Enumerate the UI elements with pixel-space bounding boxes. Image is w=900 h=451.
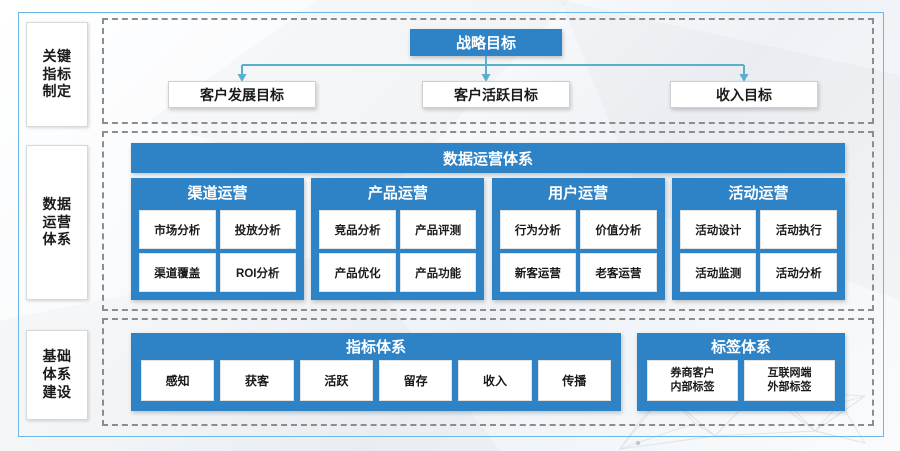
indicator-item[interactable]: 传播 — [537, 360, 611, 401]
tag-item[interactable]: 券商客户 内部标签 — [647, 360, 738, 401]
indicator-item[interactable]: 留存 — [378, 360, 453, 401]
ops-column-title: 活动运营 — [728, 185, 789, 202]
sidebar-item-foundation-system-construction[interactable]: 基础 体系 建设 — [26, 330, 88, 420]
sidebar-item-data-operation-system[interactable]: 数据 运营 体系 — [26, 145, 88, 300]
indicator-system-panel[interactable]: 指标体系 感知 获客 活跃 留存 收入 传播 — [131, 333, 621, 411]
ops-cell[interactable]: 价值分析 — [580, 210, 657, 249]
ops-column-campaign[interactable]: 活动运营 活动设计 活动执行 活动监测 活动分析 — [671, 178, 845, 300]
ops-column-product[interactable]: 产品运营 竞品分析 产品评测 产品优化 产品功能 — [311, 178, 485, 300]
ops-column-grid: 市场分析 投放分析 渠道覆盖 ROI分析 — [139, 210, 296, 292]
data-operation-banner-label: 数据运营体系 — [442, 150, 533, 168]
goal-child-box[interactable]: 客户活跃目标 — [422, 81, 570, 108]
ops-cell[interactable]: 渠道覆盖 — [139, 253, 216, 292]
ops-cell[interactable]: 竞品分析 — [319, 210, 396, 249]
ops-cell[interactable]: 产品评测 — [399, 210, 477, 249]
ops-cell[interactable]: ROI分析 — [219, 253, 296, 292]
strategic-goal-label: 战略目标 — [455, 35, 516, 52]
ops-cell[interactable]: 活动执行 — [760, 210, 837, 249]
ops-cell[interactable]: 行为分析 — [499, 210, 577, 249]
ops-cell[interactable]: 老客运营 — [580, 253, 657, 292]
section-key-indicator-zone — [102, 18, 874, 124]
ops-column-user[interactable]: 用户运营 行为分析 价值分析 新客运营 老客运营 — [491, 178, 665, 300]
sidebar-label-text: 基础 体系 建设 — [42, 348, 72, 400]
goal-child-label: 客户活跃目标 — [454, 86, 538, 103]
ops-column-grid: 竞品分析 产品评测 产品优化 产品功能 — [319, 210, 477, 292]
sidebar-label-text: 关键 指标 制定 — [42, 47, 72, 100]
goal-child-box[interactable]: 收入目标 — [670, 81, 818, 108]
outer-frame — [18, 12, 884, 437]
sidebar-item-key-indicator-definition[interactable]: 关键 指标 制定 — [26, 22, 88, 127]
ops-cell[interactable]: 活动监测 — [679, 253, 757, 292]
data-operation-columns: 渠道运营 市场分析 投放分析 渠道覆盖 ROI分析 产品运营 竞品分析 产品评测… — [131, 178, 845, 300]
indicator-system-title: 指标体系 — [345, 339, 406, 356]
goal-child-box[interactable]: 客户发展目标 — [168, 81, 316, 108]
section-data-operation-zone — [102, 131, 874, 311]
ops-cell[interactable]: 活动设计 — [679, 210, 757, 249]
indicator-item[interactable]: 收入 — [458, 360, 532, 401]
ops-column-title: 产品运营 — [367, 185, 428, 202]
indicator-item[interactable]: 获客 — [220, 360, 294, 401]
ops-column-title: 用户运营 — [548, 185, 609, 202]
goal-child-label: 收入目标 — [716, 86, 772, 103]
ops-cell[interactable]: 产品功能 — [399, 253, 477, 292]
ops-column-grid: 行为分析 价值分析 新客运营 老客运营 — [499, 210, 657, 292]
ops-column-channel[interactable]: 渠道运营 市场分析 投放分析 渠道覆盖 ROI分析 — [131, 178, 304, 300]
ops-cell[interactable]: 新客运营 — [499, 253, 577, 292]
sidebar-label-text: 数据 运营 体系 — [42, 195, 72, 248]
section-foundation-zone — [102, 318, 874, 426]
goal-child-label: 客户发展目标 — [200, 86, 284, 103]
tag-item[interactable]: 互联网端 外部标签 — [744, 360, 835, 401]
tag-system-items: 券商客户 内部标签 互联网端 外部标签 — [647, 360, 835, 401]
tag-system-panel[interactable]: 标签体系 券商客户 内部标签 互联网端 外部标签 — [637, 333, 845, 411]
ops-cell[interactable]: 市场分析 — [139, 210, 216, 249]
ops-cell[interactable]: 产品优化 — [319, 253, 396, 292]
indicator-item[interactable]: 感知 — [141, 360, 215, 401]
indicator-system-items: 感知 获客 活跃 留存 收入 传播 — [141, 360, 611, 401]
strategy-children-row: 客户发展目标 客户活跃目标 收入目标 — [110, 81, 870, 111]
ops-column-title: 渠道运营 — [187, 185, 248, 202]
ops-column-grid: 活动设计 活动执行 活动监测 活动分析 — [679, 210, 837, 292]
strategic-goal-box[interactable]: 战略目标 — [410, 29, 562, 56]
tag-system-title: 标签体系 — [710, 339, 771, 356]
indicator-item[interactable]: 活跃 — [299, 360, 373, 401]
data-operation-banner[interactable]: 数据运营体系 — [131, 143, 845, 173]
ops-cell[interactable]: 活动分析 — [760, 253, 837, 292]
ops-cell[interactable]: 投放分析 — [219, 210, 296, 249]
